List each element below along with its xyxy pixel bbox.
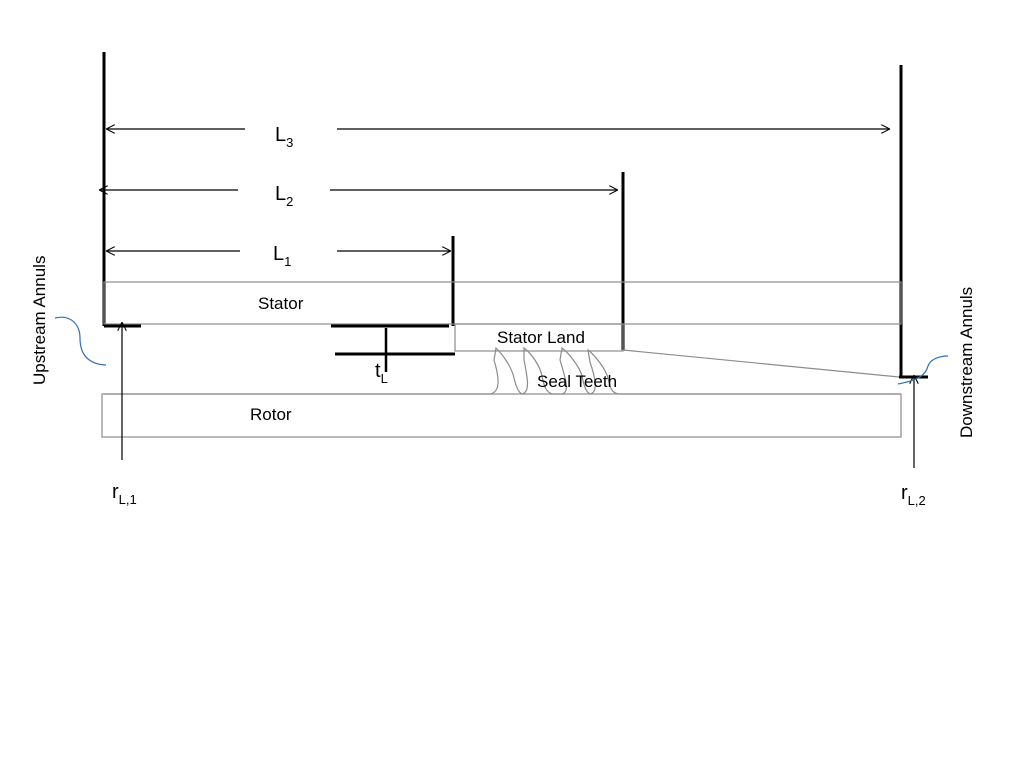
- rotor-block: [101, 393, 902, 438]
- stator-taper-line: [622, 349, 900, 378]
- l3-label: L3: [275, 124, 293, 150]
- tl-label: tL: [375, 360, 388, 386]
- upstream-annulus-label: Upstream Annuls: [30, 256, 49, 385]
- stator-label: Stator: [258, 294, 304, 313]
- rl2-label: rL,2: [901, 482, 926, 508]
- downstream-annulus-label: Downstream Annuls: [957, 287, 976, 438]
- l2-label: L2: [275, 183, 293, 209]
- stator-block: [103, 281, 902, 325]
- seal-teeth-label: Seal Teeth: [537, 372, 617, 391]
- upstream-callout-line: [54, 316, 107, 366]
- downstream-callout-line: [897, 355, 949, 385]
- rl1-label: rL,1: [112, 481, 137, 507]
- stator-land-label: Stator Land: [497, 328, 585, 347]
- l1-label: L1: [273, 243, 291, 269]
- rotor-label: Rotor: [250, 405, 292, 424]
- seal-teeth-profile: [104, 346, 901, 395]
- stator-land: [454, 323, 624, 352]
